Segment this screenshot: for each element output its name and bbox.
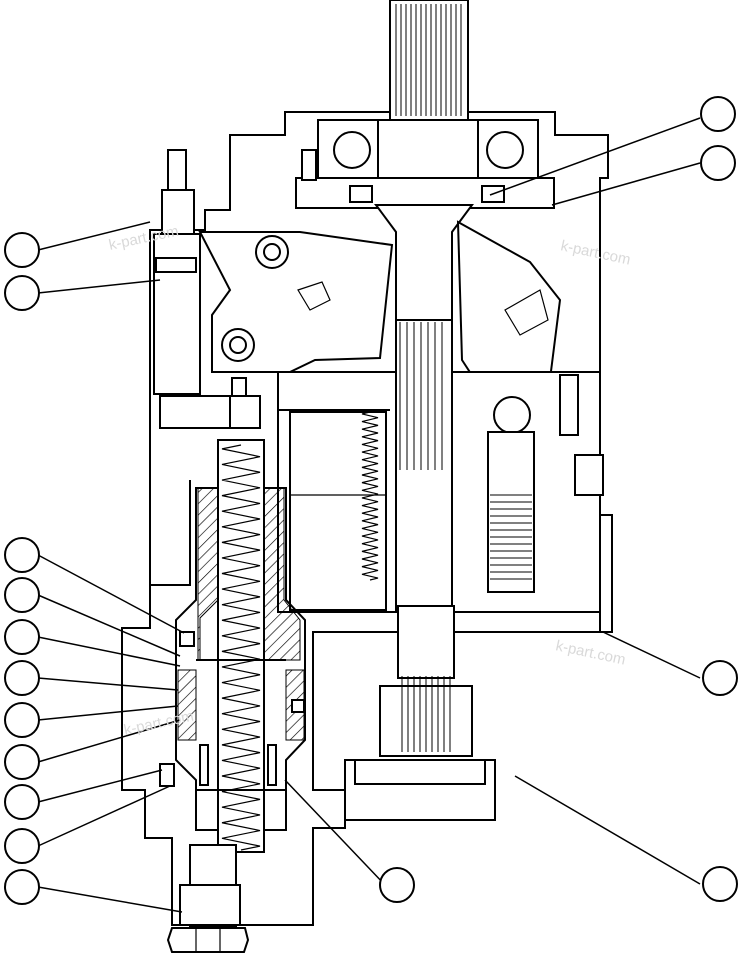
- callout-left-9: [4, 784, 40, 820]
- callout-bottom-1: [379, 867, 415, 903]
- callout-right-2: [700, 145, 736, 181]
- plug-top: [301, 149, 317, 181]
- side-port-fitting: [574, 454, 604, 496]
- splined-shaft: [395, 319, 453, 611]
- housing-step-left: [150, 480, 191, 586]
- control-valve-upper: [153, 149, 261, 429]
- callout-left-11: [4, 869, 40, 905]
- leader-lines: [37, 117, 701, 913]
- watermark-2: k-part.com: [559, 237, 632, 268]
- shaft-seal-left: [349, 185, 373, 203]
- piston-spring-center: [361, 411, 379, 581]
- callout-left-1: [4, 232, 40, 268]
- watermark-3: k-part.com: [554, 637, 627, 668]
- callout-left-3: [4, 537, 40, 573]
- callout-left-5: [4, 619, 40, 655]
- callout-left-6: [4, 660, 40, 696]
- housing-step-right: [600, 514, 613, 633]
- callout-right-4: [702, 866, 738, 902]
- callout-left-2: [4, 275, 40, 311]
- callout-right-1: [700, 96, 736, 132]
- callout-left-7: [4, 702, 40, 738]
- coupling: [397, 605, 455, 679]
- callout-left-10: [4, 828, 40, 864]
- adjusting-plug: [166, 844, 250, 953]
- pivot-lower: [221, 328, 255, 362]
- piston-right: [487, 396, 535, 593]
- callout-left-8: [4, 744, 40, 780]
- pivot-upper: [255, 235, 289, 269]
- regulator-assembly: [159, 439, 306, 853]
- housing-outline: [121, 111, 609, 926]
- callouts: [4, 96, 738, 905]
- callout-left-4: [4, 577, 40, 613]
- callout-right-3: [702, 660, 738, 696]
